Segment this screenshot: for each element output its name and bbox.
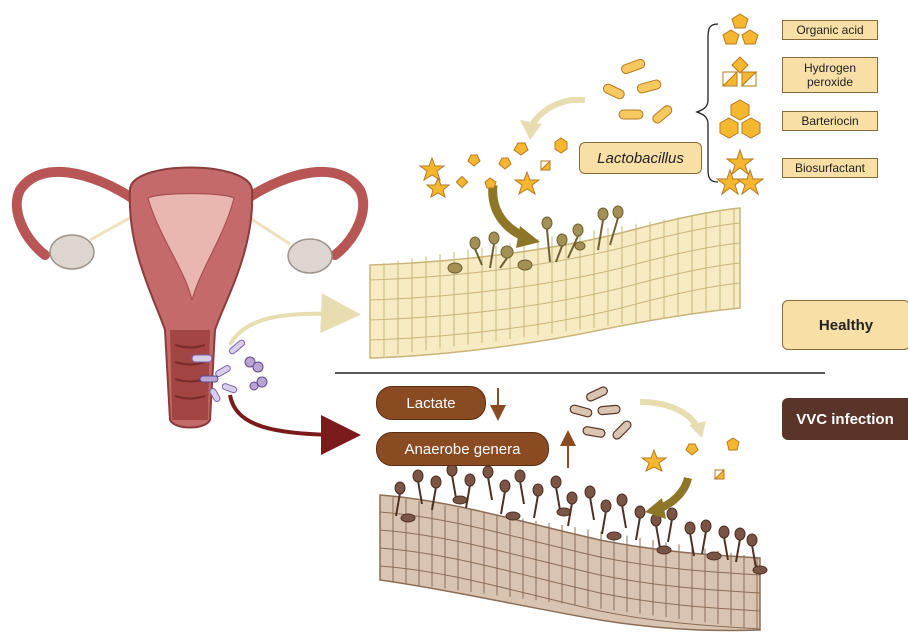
anaerobe-bacteria — [569, 386, 632, 441]
healthy-tissue — [370, 208, 740, 358]
ovary-left — [50, 235, 94, 269]
legend-label-biosurfactant: Biosurfactant — [782, 158, 878, 178]
ovary-right — [288, 239, 332, 273]
metabolites-top — [420, 138, 567, 197]
legend-label-bacteriocin: Barteriocin — [782, 111, 878, 131]
uterus-illustration — [17, 168, 363, 428]
cervix — [170, 330, 210, 420]
legend-label-hydrogen-peroxide: Hydrogen peroxide — [782, 57, 878, 93]
vvc-infection-badge: VVC infection — [782, 398, 908, 440]
healthy-arrow — [230, 314, 345, 345]
infection-arrow — [230, 395, 345, 435]
healthy-badge: Healthy — [782, 300, 908, 350]
legend-label-organic-acid: Organic acid — [782, 20, 878, 40]
lactobacillus-label: Lactobacillus — [579, 142, 702, 174]
anaerobe-genera-pill: Anaerobe genera — [376, 432, 549, 466]
lactate-pill: Lactate — [376, 386, 486, 420]
legend-icons — [717, 14, 763, 194]
metabolites-bottom — [642, 438, 739, 479]
curved-arrow-bacteria — [640, 402, 698, 428]
lactobacillus-bacteria — [602, 58, 674, 125]
